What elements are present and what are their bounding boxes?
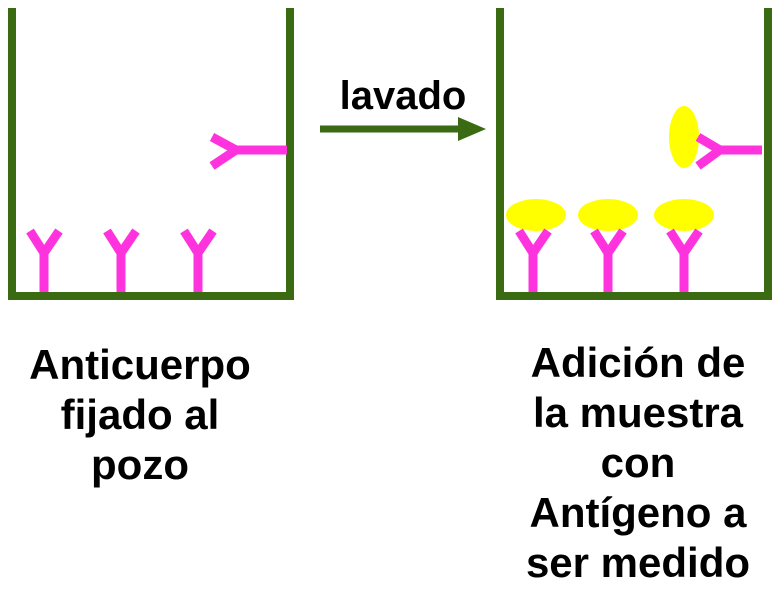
antigen-icon [578,199,638,231]
antigen-icon [669,106,699,168]
right-antigens [506,106,714,231]
caption-line: Antígeno a [529,489,747,536]
antibody-icon [666,228,703,292]
antibody-icon [103,228,140,292]
caption-line: la muestra [532,389,744,436]
caption-line: ser medido [525,539,751,586]
right-well-caption: Adición de la muestra con Antígeno a ser… [498,338,776,588]
caption-line: Anticuerpo [29,341,251,388]
caption-line: con [600,439,676,486]
right-well [496,8,772,300]
antibody-icon [26,228,63,292]
caption-line: Adición de [530,339,746,386]
antibody-icon [590,228,627,292]
left-antibodies [26,133,287,292]
arrow-label: lavado [339,74,467,118]
antigen-icon [506,199,566,231]
antibody-icon [180,228,217,292]
left-well-caption: Anticuerpo fijado al pozo [15,340,265,490]
arrow-icon [320,117,486,141]
right-antibodies [515,133,762,292]
left-well [8,8,294,300]
sideways-antibody-icon [209,133,287,170]
caption-line: pozo [91,441,189,488]
sideways-antibody-icon [695,133,762,170]
antigen-icon [654,199,714,231]
caption-line: fijado al [60,391,220,438]
antibody-icon [515,228,552,292]
